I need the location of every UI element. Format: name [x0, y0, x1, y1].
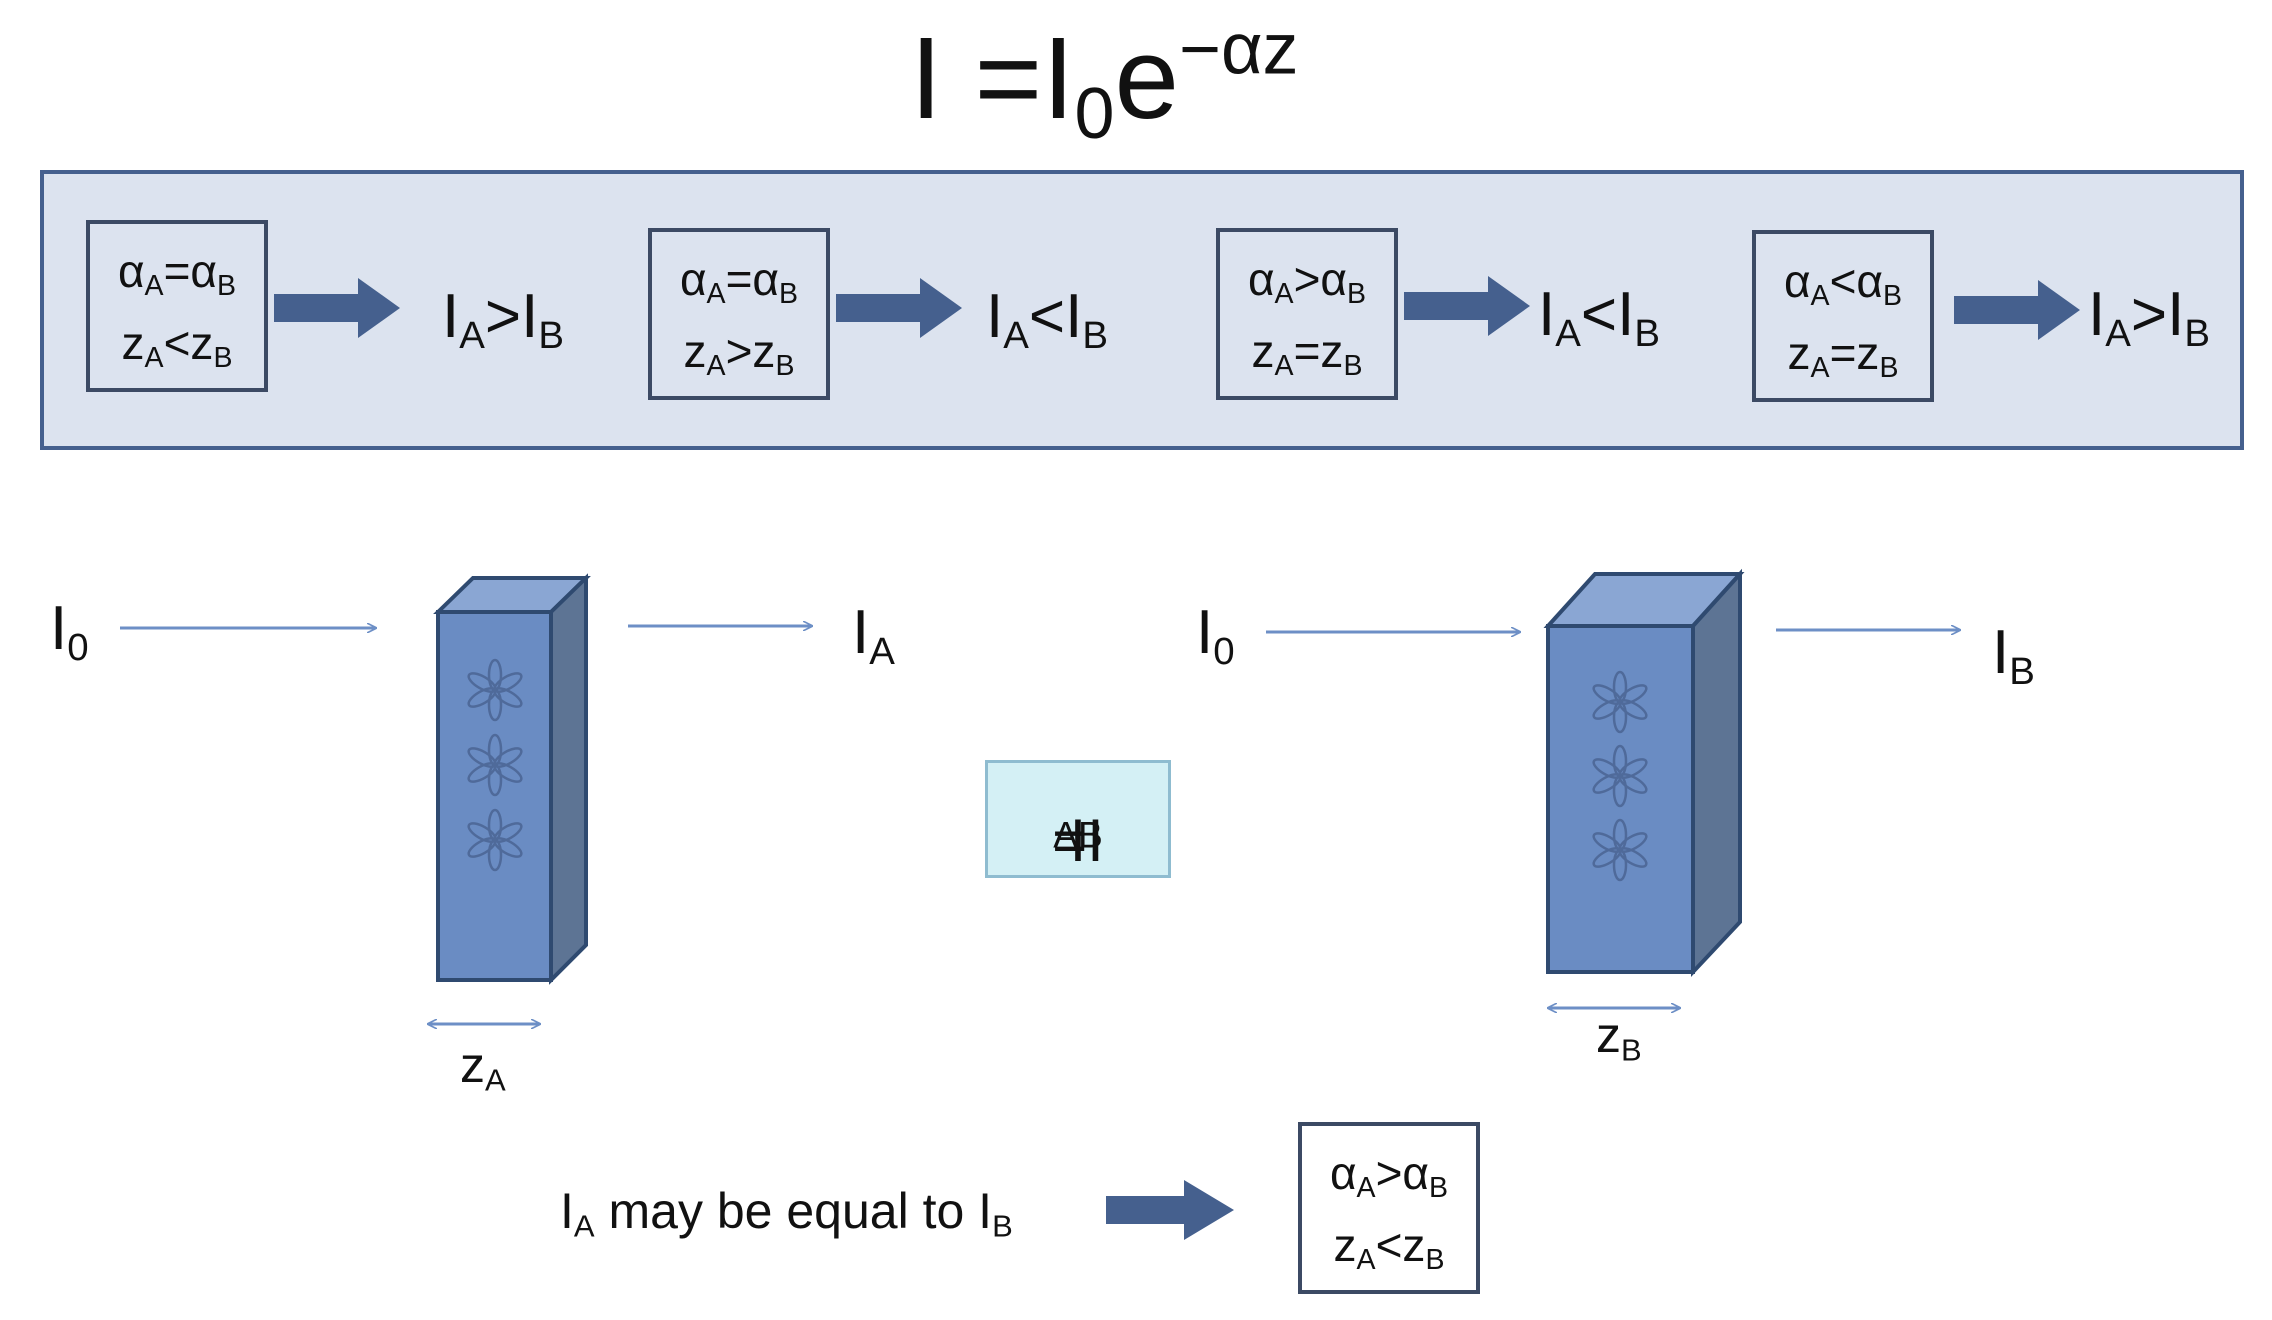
condition-box-3: αA>αB zA=zB	[1216, 228, 1398, 400]
final-condition-box: αA>αB zA<zB	[1298, 1122, 1480, 1294]
condition-4-z: zA=zB	[1787, 327, 1899, 384]
label-exit-b: IB	[1992, 618, 2035, 693]
condition-2-z: zA>zB	[683, 325, 795, 382]
slab-a	[433, 573, 591, 985]
slab-b	[1543, 568, 1745, 978]
conditions-panel: αA=αB zA<zB IA>IB αA=αB zA>zB IA<IB αA>α…	[40, 170, 2244, 450]
conclusion-note: IA may be equal to IB	[560, 1183, 1013, 1244]
arrow-3-icon	[1404, 276, 1530, 336]
final-condition-alpha: αA>αB	[1329, 1147, 1449, 1204]
result-3: IA<IB	[1538, 280, 1660, 355]
condition-box-4: αA<αB zA=zB	[1752, 230, 1934, 402]
arrow-2-icon	[836, 278, 962, 338]
condition-3-alpha: αA>αB	[1247, 253, 1367, 310]
label-exit-a: IA	[852, 598, 895, 673]
condition-2-alpha: αA=αB	[679, 253, 799, 310]
label-width-a: zA	[460, 1037, 506, 1098]
condition-box-2: αA=αB zA>zB	[648, 228, 830, 400]
result-4: IA>IB	[2088, 280, 2210, 355]
label-width-b: zB	[1596, 1007, 1642, 1068]
result-2: IA<IB	[986, 282, 1108, 357]
condition-1-z: zA<zB	[121, 317, 233, 374]
condition-4-alpha: αA<αB	[1783, 255, 1903, 312]
final-condition-z: zA<zB	[1333, 1219, 1445, 1276]
result-1: IA>IB	[442, 282, 564, 357]
label-incident-b: I0	[1196, 598, 1235, 673]
arrow-1-icon	[274, 278, 400, 338]
condition-box-1: αA=αB zA<zB	[86, 220, 268, 392]
conclusion-arrow-icon	[1106, 1180, 1234, 1240]
arrow-4-icon	[1954, 280, 2080, 340]
condition-3-z: zA=zB	[1251, 325, 1363, 382]
attenuation-formula: I =I0e−αz	[910, 9, 1299, 155]
label-incident-a: I0	[50, 594, 89, 669]
condition-1-alpha: αA=αB	[117, 245, 237, 302]
